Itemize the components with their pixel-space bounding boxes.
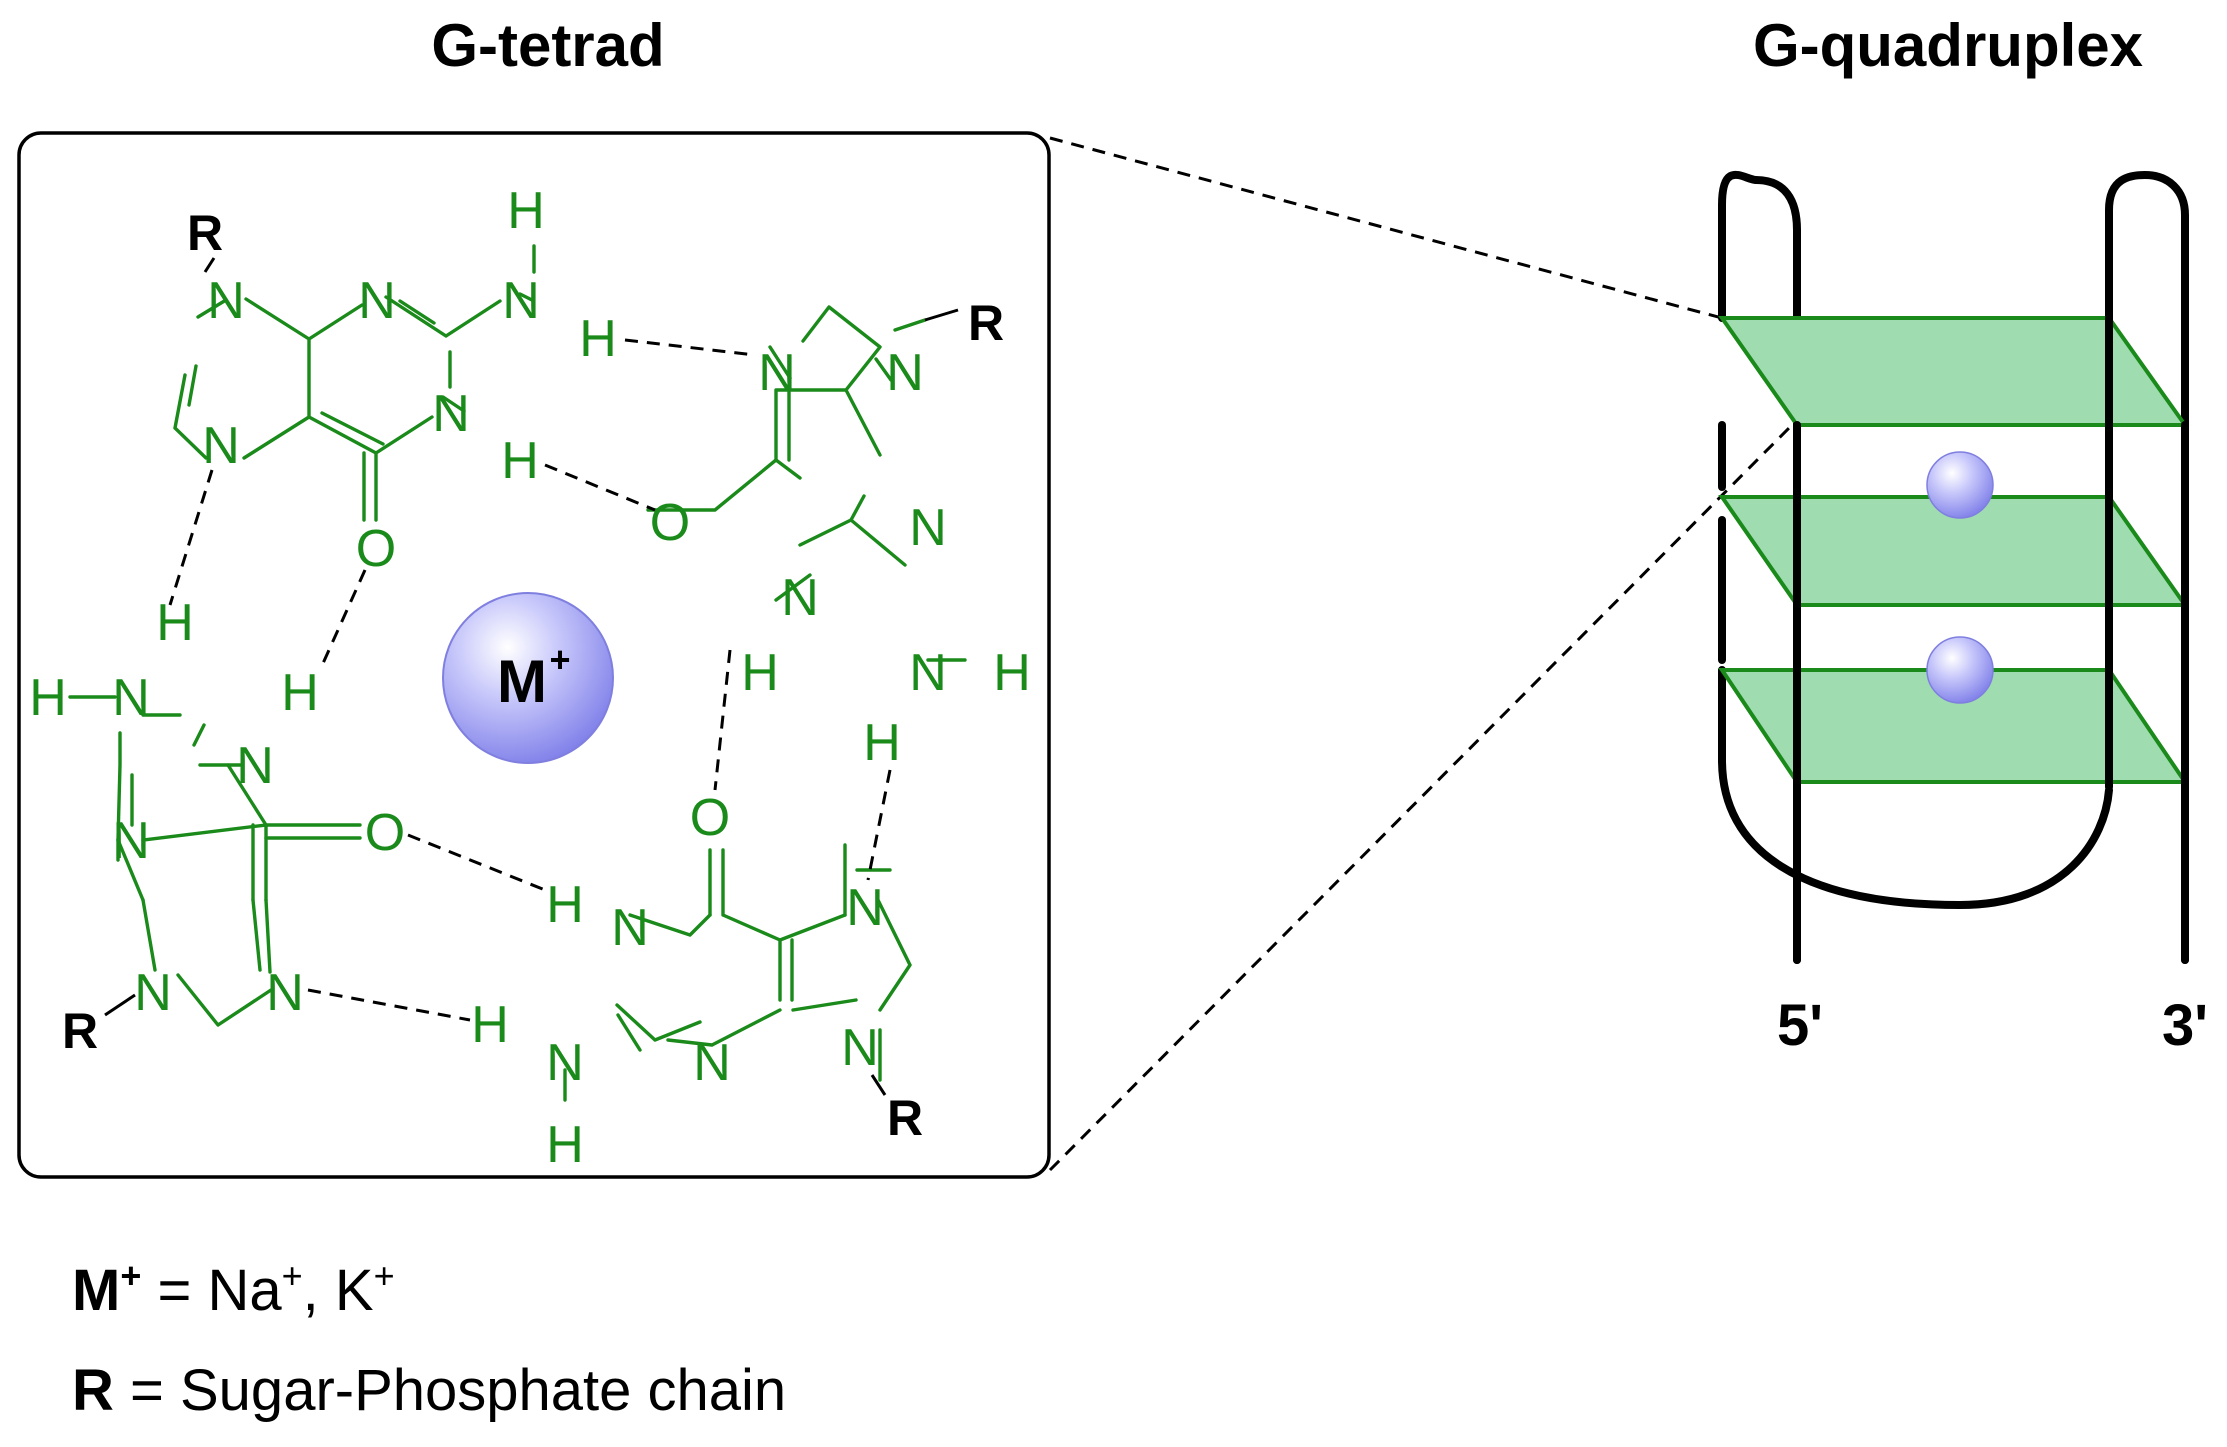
legend: M+ = Na+, K+ R = Sugar-Phosphate chain bbox=[72, 1255, 786, 1423]
atom-h: H bbox=[156, 594, 194, 652]
ion-sphere-lower bbox=[1926, 636, 1994, 704]
r-group-label: R bbox=[62, 1003, 98, 1059]
ion-charge: + bbox=[549, 639, 570, 680]
g-quadruplex: 5' 3' bbox=[1718, 170, 2208, 1058]
atom-h: H bbox=[281, 664, 319, 722]
guanine-bottom-left: R N N N N N H H H O bbox=[29, 594, 405, 1059]
ion-label: M bbox=[497, 648, 547, 715]
r-group-label: R bbox=[187, 205, 223, 261]
atom-n: N bbox=[266, 964, 304, 1022]
tetrad-plane-top bbox=[1718, 316, 2189, 427]
atom-n: N bbox=[781, 569, 819, 627]
atom-h: H bbox=[741, 644, 779, 702]
atom-h: H bbox=[546, 1116, 584, 1174]
atom-h: H bbox=[501, 432, 539, 490]
five-prime-label: 5' bbox=[1777, 993, 1823, 1058]
atom-o: O bbox=[356, 520, 396, 578]
tetrad-title: G-tetrad bbox=[431, 12, 664, 79]
atom-n: N bbox=[758, 344, 796, 402]
atom-n: N bbox=[611, 899, 649, 957]
atom-n: N bbox=[693, 1034, 731, 1092]
atom-h: H bbox=[546, 876, 584, 934]
atom-n: N bbox=[846, 879, 884, 937]
atom-o: O bbox=[365, 804, 405, 862]
r-group-label: R bbox=[968, 295, 1004, 351]
legend-r-line: R = Sugar-Phosphate chain bbox=[72, 1358, 786, 1423]
atom-n: N bbox=[841, 1019, 879, 1077]
r-group-label: R bbox=[887, 1090, 923, 1146]
atom-h: H bbox=[471, 996, 509, 1054]
atom-h: H bbox=[579, 310, 617, 368]
atom-o: O bbox=[650, 494, 690, 552]
ion-sphere-upper bbox=[1926, 451, 1994, 519]
atom-n: N bbox=[502, 272, 540, 330]
atom-n: N bbox=[207, 272, 245, 330]
atom-h: H bbox=[863, 714, 901, 772]
atom-n: N bbox=[909, 644, 947, 702]
atom-n: N bbox=[909, 499, 947, 557]
guanine-top-left: R N N N N N H H H O bbox=[173, 182, 617, 578]
atom-h: H bbox=[29, 669, 67, 727]
metal-ion: M + bbox=[442, 592, 614, 764]
atom-n: N bbox=[236, 737, 274, 795]
three-prime-label: 3' bbox=[2162, 993, 2208, 1058]
legend-m-line: M+ = Na+, K+ bbox=[72, 1255, 395, 1323]
atom-h: H bbox=[507, 182, 545, 240]
atom-n: N bbox=[358, 272, 396, 330]
hydrogen-bonds bbox=[168, 338, 892, 1022]
atom-n: N bbox=[134, 964, 172, 1022]
atom-n: N bbox=[202, 417, 240, 475]
zoom-line-top bbox=[1049, 136, 1723, 320]
atom-h: H bbox=[993, 644, 1031, 702]
quadruplex-title: G-quadruplex bbox=[1753, 12, 2143, 79]
atom-n: N bbox=[112, 812, 150, 870]
atom-n: N bbox=[546, 1034, 584, 1092]
atom-n: N bbox=[432, 385, 470, 443]
zoom-line-bottom bbox=[1048, 418, 1799, 1172]
guanine-top-right: R N N N N N H H H O bbox=[646, 295, 1031, 772]
atom-n: N bbox=[886, 344, 924, 402]
atom-o: O bbox=[690, 789, 730, 847]
atom-n: N bbox=[112, 669, 150, 727]
guanine-bottom-right: R N N N N N H H H O bbox=[471, 789, 923, 1174]
